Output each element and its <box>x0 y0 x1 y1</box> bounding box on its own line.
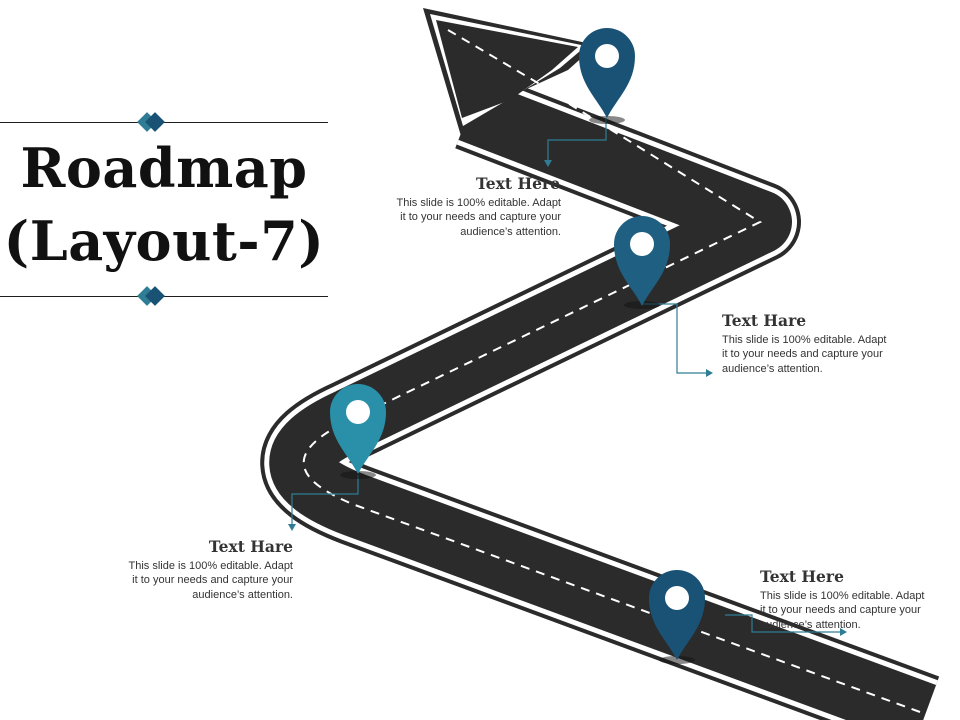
connector-1-arrow <box>544 160 552 167</box>
connector-2-arrow <box>706 369 713 377</box>
milestone-2-text-line: it to your needs and capture your <box>722 348 883 361</box>
connector-4 <box>725 614 842 633</box>
milestone-2-text: This slide is 100% editable. Adapt it to… <box>722 333 942 376</box>
milestone-4-text-line: This slide is 100% editable. Adapt <box>760 590 925 602</box>
milestone-1-text-line: This slide is 100% editable. Adapt <box>396 197 562 209</box>
milestone-4-text-line: audience’s attention. <box>760 618 861 631</box>
milestone-2-text-line: This slide is 100% editable. Adapt <box>722 334 887 346</box>
page-title-line1: Roadmap <box>20 136 308 200</box>
milestone-1-text-line: audience’s attention. <box>460 225 561 238</box>
road-arrow-head <box>436 20 578 118</box>
milestone-3-text-line: This slide is 100% editable. Adapt <box>128 560 294 572</box>
road-center-line <box>302 29 921 713</box>
milestone-1-text: This slide is 100% editable. Adapt it to… <box>330 196 562 239</box>
milestone-4-text-line: it to your needs and capture your <box>760 604 921 617</box>
connector-3-arrow <box>288 524 296 531</box>
milestone-2-heading: Text Hare <box>722 311 807 330</box>
milestone-3-text-line: audience’s attention. <box>192 588 293 601</box>
connector-2 <box>642 303 708 374</box>
milestone-4-text: This slide is 100% editable. Adapt it to… <box>760 589 955 632</box>
milestone-1-heading: Text Here <box>476 174 560 193</box>
milestone-1-text-line: it to your needs and capture your <box>400 211 561 224</box>
milestone-3-text-line: it to your needs and capture your <box>132 574 293 587</box>
milestone-4-heading: Text Here <box>760 567 844 586</box>
map-pin-icon <box>649 570 705 660</box>
milestone-2-text-line: audience’s attention. <box>722 362 823 375</box>
map-pin-icon <box>614 216 670 306</box>
connector-1 <box>547 118 607 163</box>
milestone-3-heading: Text Hare <box>208 537 293 556</box>
map-pin-icon <box>579 28 635 118</box>
map-pin-icon <box>330 384 386 474</box>
page-title-line2: (Layout-7) <box>3 209 325 273</box>
milestone-3-text: This slide is 100% editable. Adapt it to… <box>62 559 294 602</box>
connector-3 <box>291 475 359 526</box>
connector-4-arrow <box>840 628 847 636</box>
